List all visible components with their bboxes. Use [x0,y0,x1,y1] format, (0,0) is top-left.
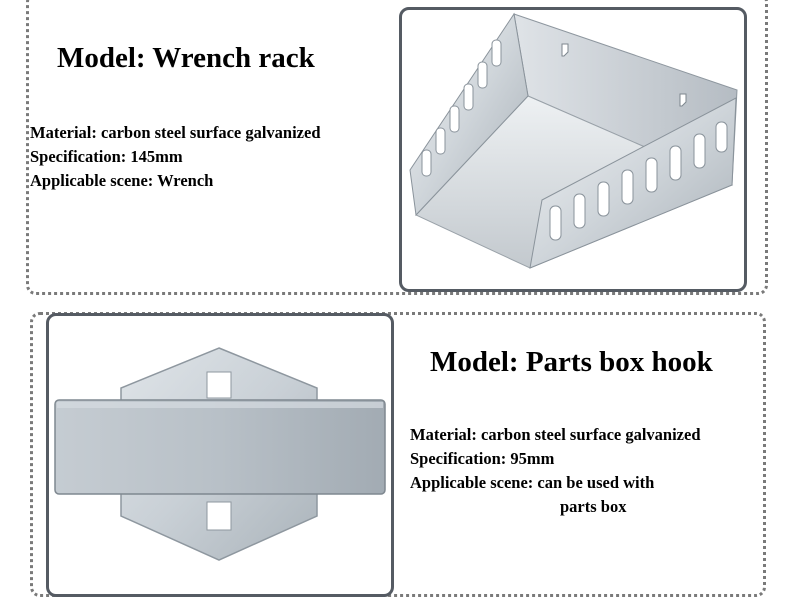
parts-box-hook-specification: Specification: 95mm [410,449,555,468]
parts-box-hook-image [54,347,386,561]
wrench-rack-material: Material: carbon steel surface galvanize… [30,123,321,142]
parts-box-hook-photo [46,313,394,597]
wrench-rack-specification: Specification: 145mm [30,147,183,166]
parts-box-hook-scene: Applicable scene: can be used with [410,473,655,492]
parts-box-hook-material: Material: carbon steel surface galvanize… [410,425,701,444]
wrench-rack-specs: Material: carbon steel surface galvanize… [30,121,321,193]
parts-box-hook-title: Model: Parts box hook [430,346,713,378]
parts-box-hook-specs: Material: carbon steel surface galvanize… [410,423,701,519]
parts-box-hook-scene-continued: parts box [560,497,627,516]
wrench-rack-image [409,12,738,269]
parts-box-hook-panel-border [30,312,766,597]
wrench-rack-panel-border [26,0,768,295]
wrench-rack-scene: Applicable scene: Wrench [30,171,214,190]
wrench-rack-title: Model: Wrench rack [57,42,315,74]
wrench-rack-photo [399,7,747,292]
